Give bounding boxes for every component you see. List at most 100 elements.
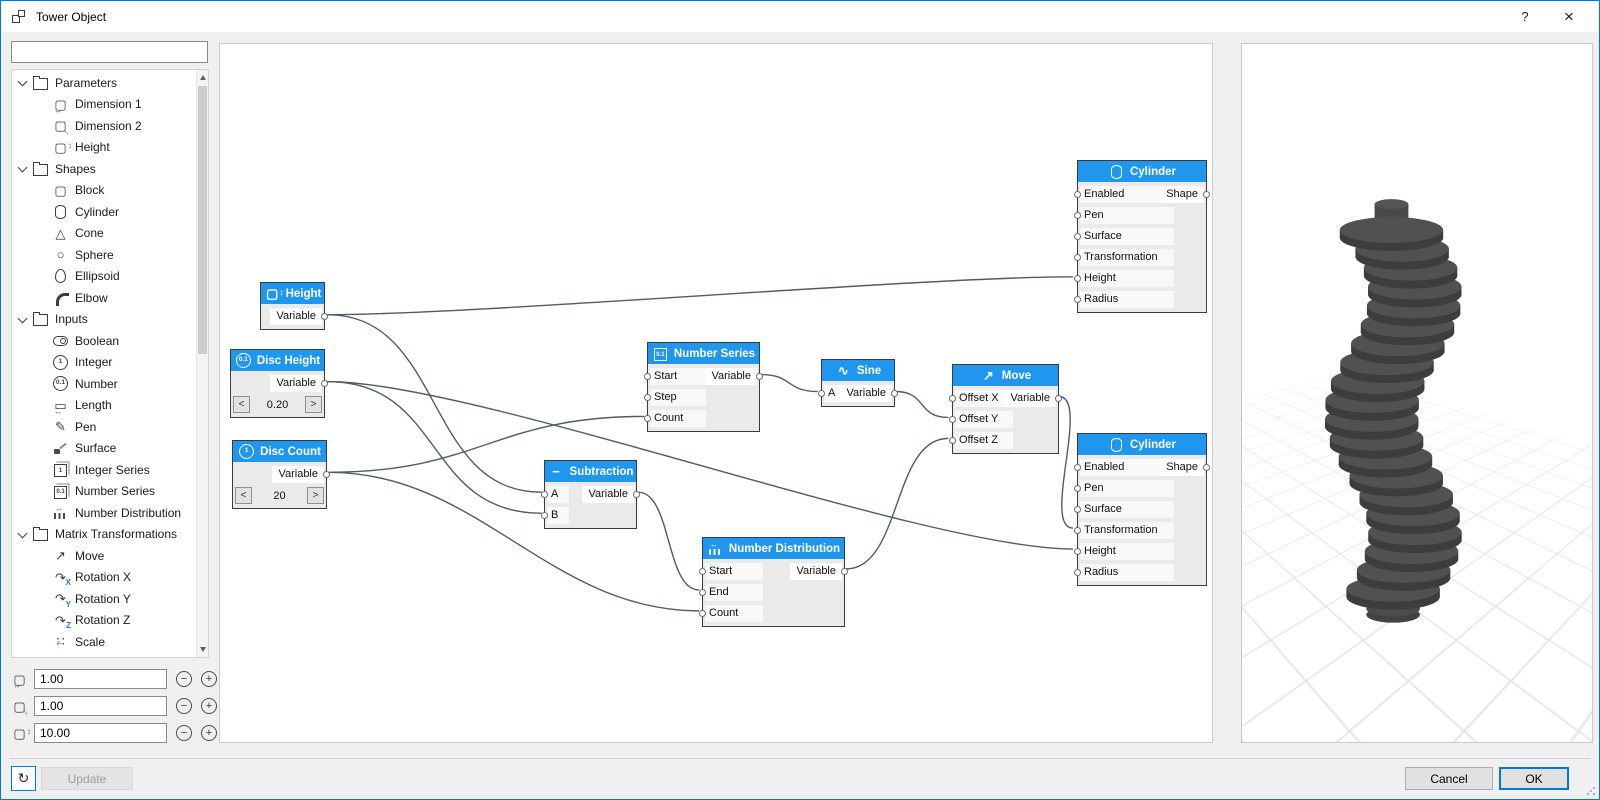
input-port-radius[interactable] [1074, 569, 1081, 576]
cancel-button[interactable]: Cancel [1405, 767, 1493, 790]
tree-item-scale[interactable]: ∷↔Scale [12, 631, 208, 652]
node-header[interactable]: Number Distribution [703, 538, 844, 559]
output-port-variable[interactable] [321, 313, 328, 320]
chevron-down-icon[interactable] [12, 313, 32, 323]
tree-item-move[interactable]: ↗Move [12, 545, 208, 566]
step-increase-button[interactable]: > [305, 396, 322, 413]
tree-item-ellipsoid[interactable]: Ellipsoid [12, 266, 208, 287]
wire-disc-height-to-cylinder-bottom[interactable] [327, 380, 1073, 550]
tree-item-cone[interactable]: △Cone [12, 223, 208, 244]
input-port-radius[interactable] [1074, 296, 1081, 303]
scrollbar-thumb[interactable] [198, 86, 207, 354]
tree-item-cylinder[interactable]: Cylinder [12, 201, 208, 222]
node-header[interactable]: ▢↕Height [261, 283, 324, 304]
chevron-down-icon[interactable] [12, 76, 32, 87]
input-port-offset-z[interactable] [949, 437, 956, 444]
input-port-offset-y[interactable] [949, 416, 956, 423]
tree-item-parameters[interactable]: Parameters [12, 72, 208, 93]
input-port-enabled[interactable] [1074, 464, 1081, 471]
tree-item-dimension-2[interactable]: ▢↔Dimension 2 [12, 115, 208, 138]
3d-preview-viewport[interactable] [1241, 43, 1593, 743]
tree-item-surface[interactable]: Surface [12, 438, 208, 459]
input-port-start[interactable] [699, 568, 706, 575]
chevron-down-icon[interactable] [12, 162, 32, 173]
output-port-variable[interactable] [756, 373, 763, 380]
input-port-pen[interactable] [1074, 212, 1081, 219]
input-port-enabled[interactable] [1074, 191, 1081, 198]
output-port-variable[interactable] [321, 380, 328, 387]
chevron-down-icon[interactable] [12, 528, 32, 538]
input-port-a[interactable] [541, 491, 548, 498]
input-port-count[interactable] [644, 415, 651, 422]
decrease-button[interactable]: − [176, 698, 192, 714]
output-port-shape[interactable] [1203, 191, 1210, 198]
input-port-pen[interactable] [1074, 485, 1081, 492]
tree-item-boolean[interactable]: Boolean [12, 330, 208, 351]
increase-button[interactable]: + [201, 671, 217, 687]
input-port-transformation[interactable] [1074, 527, 1081, 534]
step-increase-button[interactable]: > [307, 487, 324, 504]
input-port-start[interactable] [644, 373, 651, 380]
dimension-1-value-field[interactable] [34, 669, 167, 689]
title-bar[interactable]: Tower Object [1, 1, 1599, 33]
scroll-up-icon[interactable] [197, 70, 208, 85]
wire-param-height-to-cylinder-top[interactable] [327, 276, 1073, 316]
input-port-offset-x[interactable] [949, 395, 956, 402]
step-decrease-button[interactable]: < [233, 396, 250, 413]
wire-number-series-to-sine[interactable] [760, 373, 818, 393]
wire-sine-to-move[interactable] [895, 390, 949, 419]
scroll-down-icon[interactable] [197, 642, 208, 657]
tree-item-matrix-transformations[interactable]: Matrix Transformations [12, 524, 208, 545]
input-port-count[interactable] [699, 610, 706, 617]
tree-item-sphere[interactable]: ○Sphere [12, 244, 208, 265]
node-header[interactable]: −Subtraction [545, 461, 636, 482]
wire-number-distribution-to-move[interactable] [845, 437, 949, 570]
auto-update-toggle[interactable]: ↻ [11, 766, 36, 791]
tree-item-dimension-1[interactable]: ▢↔Dimension 1 [12, 94, 208, 115]
node-header[interactable]: Cylinder [1078, 434, 1206, 455]
input-port-surface[interactable] [1074, 233, 1081, 240]
height-value-field[interactable] [34, 723, 167, 743]
wire-param-height-to-subtraction[interactable] [327, 314, 542, 493]
increase-button[interactable]: + [201, 698, 217, 714]
tree-item-elbow[interactable]: Elbow [12, 287, 208, 308]
tree-item-block[interactable]: ▢Block [12, 180, 208, 201]
output-port-variable[interactable] [841, 568, 848, 575]
output-port-shape[interactable] [1203, 464, 1210, 471]
input-port-step[interactable] [644, 394, 651, 401]
search-input[interactable] [11, 41, 208, 63]
wire-move-to-cylinder-bottom[interactable] [1058, 395, 1074, 529]
increase-button[interactable]: + [201, 725, 217, 741]
input-port-end[interactable] [699, 589, 706, 596]
step-decrease-button[interactable]: < [235, 487, 252, 504]
dimension-2-value-field[interactable] [34, 696, 167, 716]
node-header[interactable]: Cylinder [1078, 161, 1206, 182]
wire-disc-count-to-number-distribution[interactable] [329, 471, 700, 612]
node-header[interactable]: ↗Move [953, 365, 1058, 386]
tree-scrollbar[interactable] [196, 70, 208, 657]
decrease-button[interactable]: − [176, 725, 192, 741]
tree-item-pen[interactable]: ✎Pen [12, 416, 208, 437]
input-port-b[interactable] [541, 512, 548, 519]
resize-grip[interactable] [1586, 786, 1596, 796]
help-button[interactable]: ? [1521, 9, 1529, 24]
tree-item-shapes[interactable]: Shapes [12, 158, 208, 179]
